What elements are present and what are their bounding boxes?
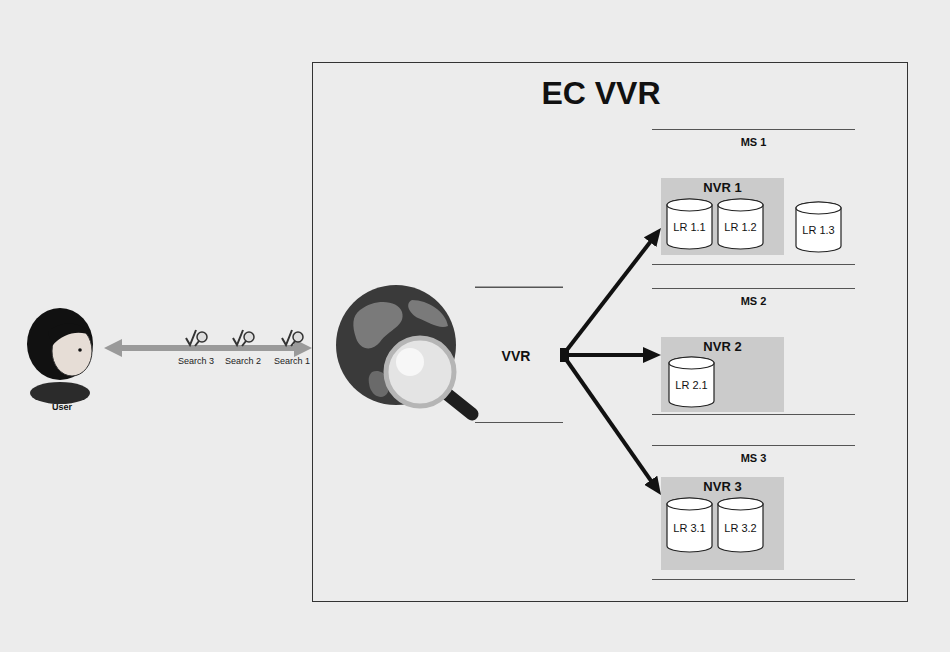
cylinder-top [667, 498, 712, 510]
dispatch-arrow [563, 353, 651, 357]
globe-land [353, 302, 402, 348]
magnifier-lens [197, 332, 207, 342]
magnifier-handle [291, 341, 295, 346]
cylinder-body [796, 202, 841, 252]
globe [336, 285, 456, 405]
cylinder-top [718, 199, 763, 211]
search-label: Search 2 [225, 356, 261, 366]
magnifier-lens [293, 332, 303, 342]
junction [560, 348, 569, 362]
node-label: LR 1.1 [666, 221, 713, 234]
node-label: NVR 2 [661, 340, 784, 355]
node-label: MS 3 [652, 452, 855, 465]
cylinder-body [669, 357, 714, 407]
server-box: NVR 3 LR 3.1 LR 3.2 [661, 477, 784, 570]
server-box: NVR 2 LR 2.1 [661, 337, 784, 412]
node-label: LR 1.2 [717, 221, 764, 234]
node-label: LR 1.3 [795, 224, 842, 237]
storage-cylinder: LR 2.1 [668, 356, 715, 408]
band: MS 3 NVR 3 LR 3.1 LR 3.2 [652, 445, 855, 580]
cylinder-body [718, 199, 763, 249]
search-label: Search 1 [274, 356, 310, 366]
search-icon [233, 330, 254, 346]
magnifier-handle [195, 341, 199, 346]
cylinder-body [667, 199, 712, 249]
magnifier-lens [244, 332, 254, 342]
check-mark [186, 330, 196, 345]
node-label: LR 3.2 [717, 522, 764, 535]
cylinder-body [667, 498, 712, 552]
node-label: MS 2 [652, 295, 855, 308]
server-box: NVR 1 LR 1.1 LR 1.2 [661, 178, 784, 255]
lens-highlight [396, 348, 424, 376]
node-label: VVR [475, 348, 557, 364]
magnifier-handle [242, 341, 246, 346]
search-icon [282, 330, 303, 346]
search-icon [186, 330, 207, 346]
check-mark [282, 330, 292, 345]
band: MS 1 NVR 1 LR 1.1 LR 1.2 LR 1.3 [652, 129, 855, 265]
storage-cylinder: LR 3.1 [666, 497, 713, 553]
globe-land [408, 300, 448, 327]
cylinder-top [669, 357, 714, 369]
user-fringe [48, 323, 92, 346]
dispatch-arrow [563, 236, 655, 355]
user-node: User [20, 306, 104, 414]
user-body [30, 382, 90, 404]
band: MS 2 NVR 2 LR 2.1 [652, 288, 855, 415]
check-mark [233, 330, 243, 345]
node-label: MS 1 [652, 136, 855, 149]
band: VVR [475, 287, 563, 423]
storage-cylinder: LR 3.2 [717, 497, 764, 553]
node-label: NVR 1 [661, 181, 784, 196]
storage-cylinder: LR 1.1 [666, 198, 713, 250]
user-hair [27, 308, 93, 380]
dispatch-arrow [563, 355, 655, 487]
node-label: NVR 3 [661, 480, 784, 495]
search-label: Search 3 [178, 356, 214, 366]
cylinder-top [718, 498, 763, 510]
cylinder-top [796, 202, 841, 214]
node-label: LR 2.1 [668, 379, 715, 392]
node-label: LR 3.1 [666, 522, 713, 535]
cylinder-top [667, 199, 712, 211]
system-boundary: EC VVR VVR MS 1 NVR 1 LR 1.1 LR 1.2 LR 1.3 MS 2… [312, 62, 908, 602]
storage-cylinder: LR 1.3 [795, 201, 842, 253]
user-eye [78, 348, 82, 352]
cylinder-body [718, 498, 763, 552]
request-arrow [114, 345, 302, 351]
magnifier-lens [386, 338, 454, 406]
globe-icon [336, 285, 472, 414]
node-label: EC VVR [313, 75, 889, 112]
user-icon [20, 306, 104, 414]
node-label: User [20, 402, 104, 412]
storage-cylinder: LR 1.2 [717, 198, 764, 250]
